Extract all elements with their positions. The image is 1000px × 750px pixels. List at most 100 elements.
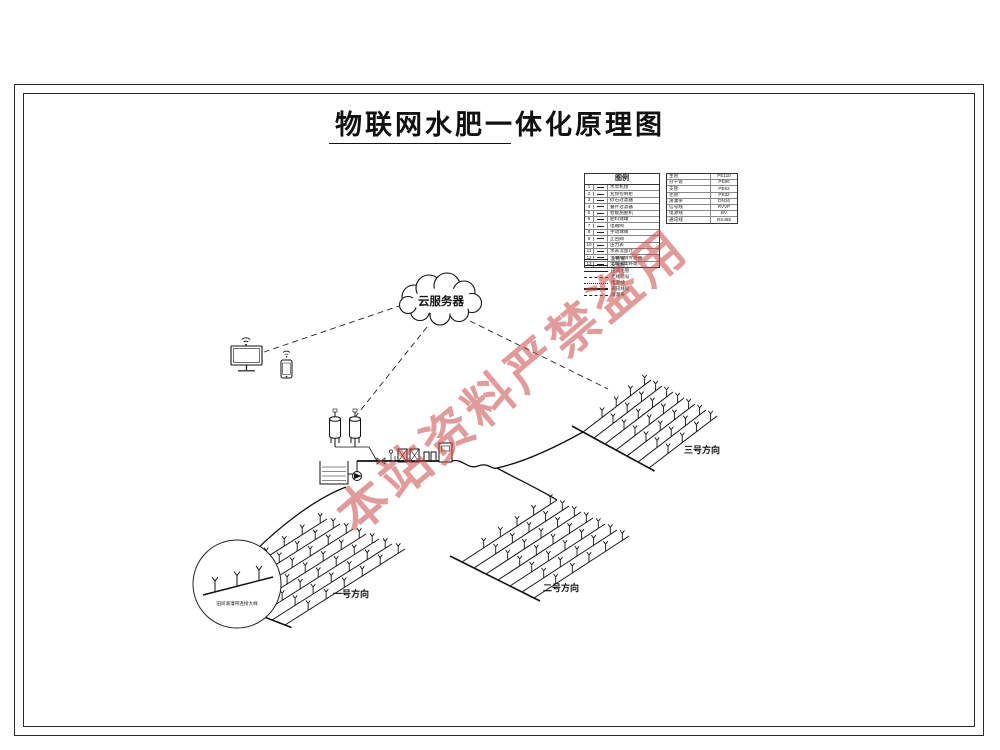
- sprinkler-symbols: [481, 494, 625, 584]
- legend-item-symbol: [594, 191, 608, 197]
- spec-item-value: PE110: [717, 173, 731, 179]
- legend-item-symbol: [594, 229, 608, 236]
- spec-row: 毛管 PE32: [667, 191, 737, 199]
- link-cloud-field3: [469, 320, 609, 390]
- legend-item-symbol: [594, 210, 608, 216]
- field-header-pipe: [571, 425, 655, 472]
- legend-item-no: 5: [585, 210, 594, 216]
- irrigation-field-2: 二号方向: [449, 494, 630, 602]
- legend-row: 9 止回阀: [585, 236, 659, 243]
- wireless-links: [263, 304, 609, 417]
- spec-row: 滴灌带 DN16: [667, 198, 737, 205]
- legend-item-no: 10: [585, 242, 594, 248]
- spec-item-value: DN16: [718, 198, 730, 204]
- legend-item-symbol: [594, 216, 608, 223]
- spec-item-value: RS485: [716, 216, 732, 222]
- spec-item-name: 滴灌带: [667, 198, 711, 204]
- line-legend-row: 支管道: [584, 262, 664, 268]
- field-header-pipe: [449, 555, 541, 602]
- lateral-pipe: [509, 523, 606, 587]
- lateral-pipe: [593, 385, 663, 439]
- irrigation-fields: 一号方向 二号方向 三号方向: [193, 374, 720, 629]
- spec-item-value: PE90: [718, 179, 730, 185]
- fertilizer-tank-a: [329, 408, 341, 447]
- spec-item-value: BV: [720, 210, 728, 216]
- lateral-pipe: [473, 505, 570, 569]
- monitor-wifi-icon: [241, 337, 251, 346]
- link-cloud-monitor: [263, 304, 403, 353]
- drawing-title: 物联网水肥一体化原理图: [335, 110, 665, 140]
- lateral-pipe: [461, 499, 558, 563]
- control-cabinet: [438, 442, 453, 463]
- legend-item-no: 1: [585, 185, 594, 190]
- legend-item-name: 水泵机组: [610, 185, 629, 190]
- legend-item-no: 6: [585, 217, 594, 222]
- line-legend-row: 田间毛管: [584, 268, 664, 274]
- line-legend-row: 无线信号: [584, 274, 664, 280]
- spec-item-name: 通讯线: [667, 217, 711, 223]
- field-direction-label: 三号方向: [684, 444, 720, 455]
- legend-item-symbol: [594, 223, 608, 229]
- pressure-gauge-icon: [389, 449, 393, 454]
- spec-item-name: 毛管: [667, 192, 711, 198]
- line-legend-row: 主管道: [584, 256, 664, 262]
- detail-sprinklers: [211, 565, 263, 592]
- line-sample: [584, 264, 608, 266]
- field-direction-label: 一号方向: [333, 588, 369, 599]
- legend-item-name: 无线采集终端: [610, 262, 638, 267]
- cloud-label: 云服务器: [418, 294, 464, 308]
- legend-item-name: 水表流量计: [610, 249, 633, 254]
- line-legend-label: 通讯线缆: [611, 286, 630, 291]
- spec-item-name: 支管: [667, 186, 711, 192]
- legend-row: 10 压力表: [585, 242, 659, 249]
- line-legend-label: 田间毛管: [611, 268, 630, 273]
- spec-row: 信号线 RVVP: [667, 204, 737, 212]
- detail-balloon: 田间滴灌带连接大样: [192, 539, 282, 629]
- legend-item-no: 11: [585, 249, 594, 254]
- legend-item-no: 9: [585, 236, 594, 242]
- line-sample: [584, 282, 608, 284]
- pipe-main-outlet: [451, 459, 498, 469]
- legend-item-name: 压力表: [610, 242, 624, 247]
- legend-item-no: 3: [585, 198, 594, 203]
- legend-item-no: 8: [585, 230, 594, 235]
- sprinkler-symbols: [599, 374, 714, 454]
- legend-row: 1 水泵机组: [585, 185, 659, 192]
- line-legend-row: 滴灌带: [584, 292, 664, 298]
- spec-item-value: RVVP: [717, 204, 731, 210]
- legend-item-name: 止回阀: [610, 236, 624, 241]
- phone-wifi-icon: [282, 350, 291, 358]
- dosing-manifold: [335, 446, 378, 462]
- line-sample: [584, 288, 608, 290]
- disc-filter-unit: [397, 448, 420, 463]
- legend-row: 3 砂石过滤器: [585, 198, 659, 205]
- legend-item-name: 变频控制柜: [610, 191, 633, 196]
- legend-item-name: 砂石过滤器: [610, 198, 633, 203]
- line-legend-label: 主管道: [611, 256, 625, 261]
- line-sample: [584, 258, 608, 260]
- legend-item-symbol: [594, 242, 608, 248]
- monitor-icon: [230, 345, 263, 372]
- legend-item-symbol: [594, 261, 608, 268]
- lateral-pipe: [604, 391, 674, 445]
- legend-item-symbol: [594, 248, 608, 255]
- legend-item-symbol: [594, 236, 608, 242]
- legend-item-no: 12: [585, 255, 594, 261]
- spec-item-name: 信号线: [667, 204, 711, 211]
- pipe-to-field-3: [496, 431, 584, 469]
- valve-icon: [376, 457, 386, 465]
- spec-item-value: PE32: [718, 191, 730, 197]
- sheet-border-inner: [23, 93, 975, 727]
- line-legend-label: 支管道: [611, 262, 625, 267]
